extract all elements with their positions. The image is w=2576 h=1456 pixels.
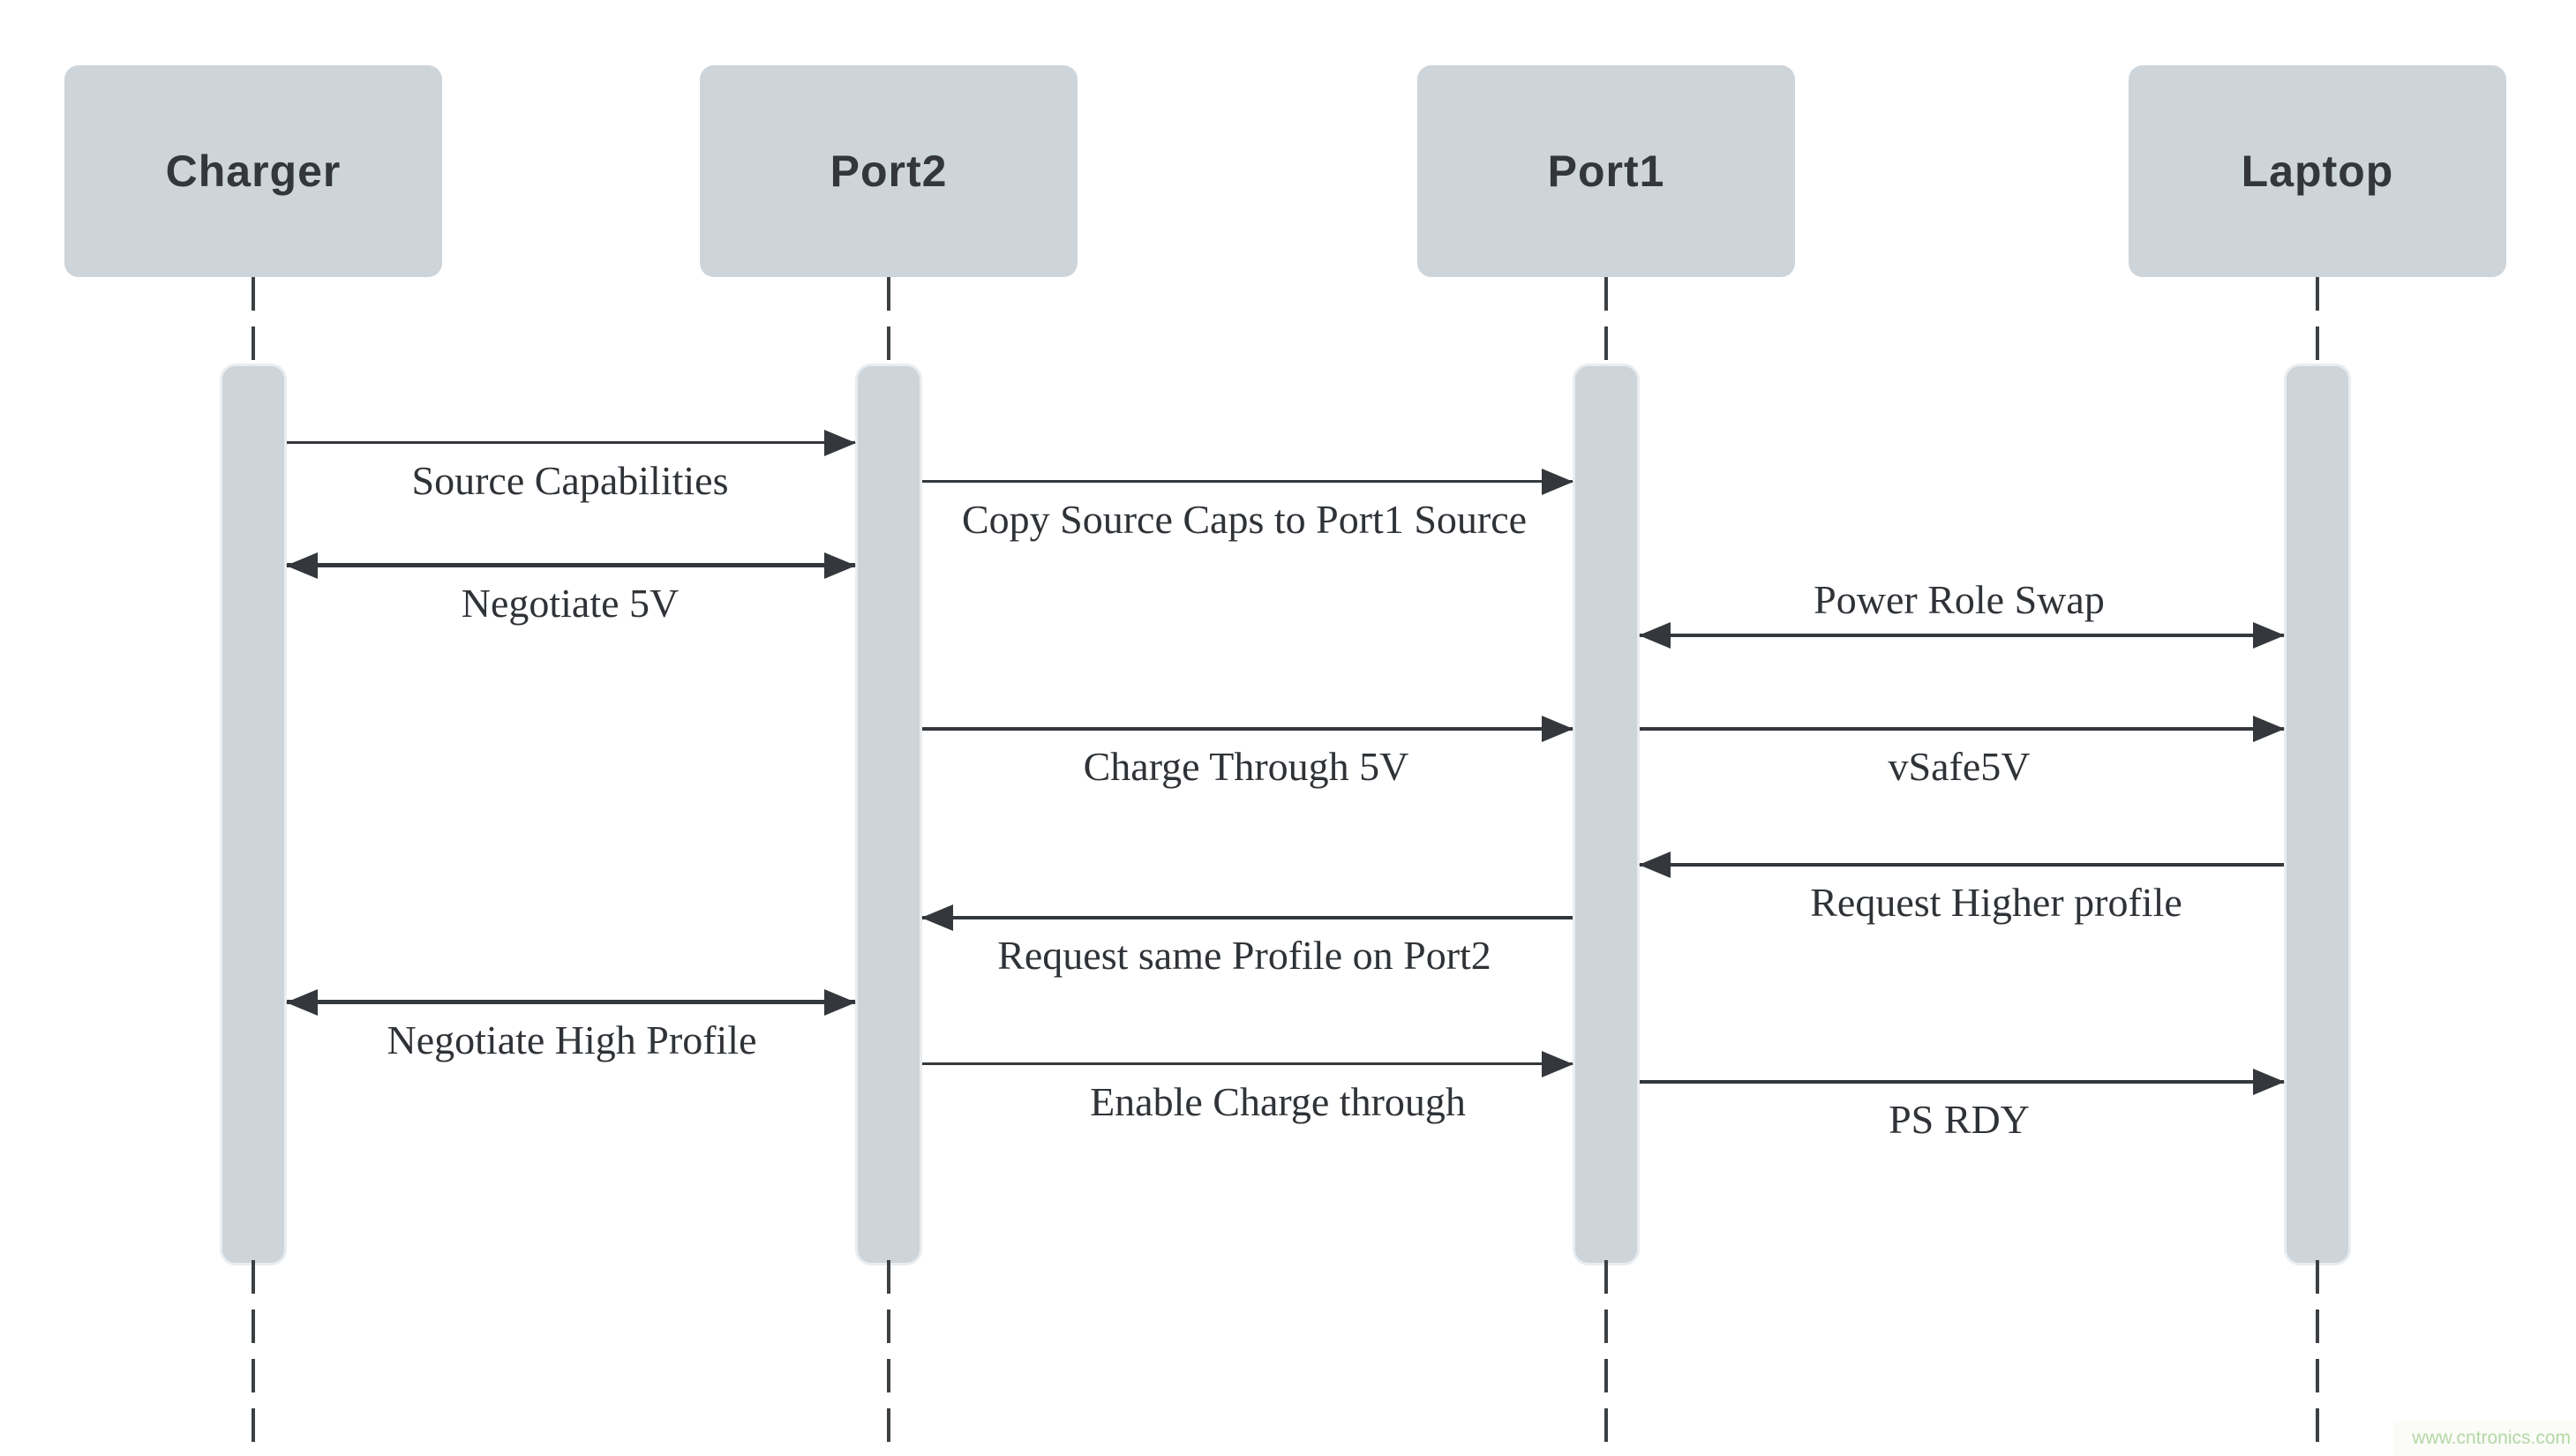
arrow-right-icon [287, 441, 855, 444]
lifeline-charger-bottom [252, 1260, 255, 1449]
lifeline-port1-top [1604, 277, 1608, 364]
lifeline-port2-bottom [887, 1260, 890, 1449]
activation-bar-port1 [1573, 364, 1640, 1265]
arrow-right-icon [922, 480, 1573, 483]
message-label: Charge Through 5V [1083, 744, 1409, 789]
arrow-right-icon [1640, 1080, 2284, 1084]
arrow-right-icon [922, 727, 1573, 731]
watermark: www.cntronics.com [2393, 1421, 2576, 1456]
arrow-double-icon [287, 563, 855, 567]
message-label: Negotiate 5V [461, 581, 680, 626]
activation-bar-port2 [855, 364, 922, 1265]
actor-label-charger: Charger [165, 146, 342, 196]
actor-box-charger: Charger [64, 65, 442, 277]
arrow-double-icon [287, 1000, 855, 1004]
message-label: Request Higher profile [1810, 880, 2182, 925]
message-label: Enable Charge through [1090, 1079, 1466, 1124]
arrow-left-icon [1640, 863, 2284, 867]
arrow-left-icon [922, 916, 1573, 919]
message-label: PS RDY [1889, 1097, 2030, 1142]
arrow-right-icon [922, 1062, 1573, 1065]
actor-label-port2: Port2 [830, 146, 948, 196]
activation-bar-laptop [2284, 364, 2351, 1265]
lifeline-charger-top [252, 277, 255, 364]
activation-bar-charger [220, 364, 287, 1265]
message-label: Source Capabilities [411, 458, 729, 503]
actor-box-port2: Port2 [700, 65, 1078, 277]
message-label: Power Role Swap [1814, 577, 2105, 622]
arrow-right-icon [1640, 727, 2284, 731]
message-label: Negotiate High Profile [387, 1017, 757, 1062]
actor-label-port1: Port1 [1547, 146, 1665, 196]
lifeline-port2-top [887, 277, 890, 364]
actor-label-laptop: Laptop [2241, 146, 2394, 196]
lifeline-port1-bottom [1604, 1260, 1608, 1449]
actor-box-laptop: Laptop [2129, 65, 2506, 277]
watermark-text: www.cntronics.com [2412, 1428, 2571, 1448]
message-label: Copy Source Caps to Port1 Source [961, 497, 1528, 542]
lifeline-laptop-bottom [2316, 1260, 2319, 1449]
lifeline-laptop-top [2316, 277, 2319, 364]
message-label: vSafe5V [1888, 744, 2031, 789]
arrow-double-icon [1640, 634, 2284, 637]
actor-box-port1: Port1 [1417, 65, 1795, 277]
message-label: Request same Profile on Port2 [997, 933, 1491, 978]
